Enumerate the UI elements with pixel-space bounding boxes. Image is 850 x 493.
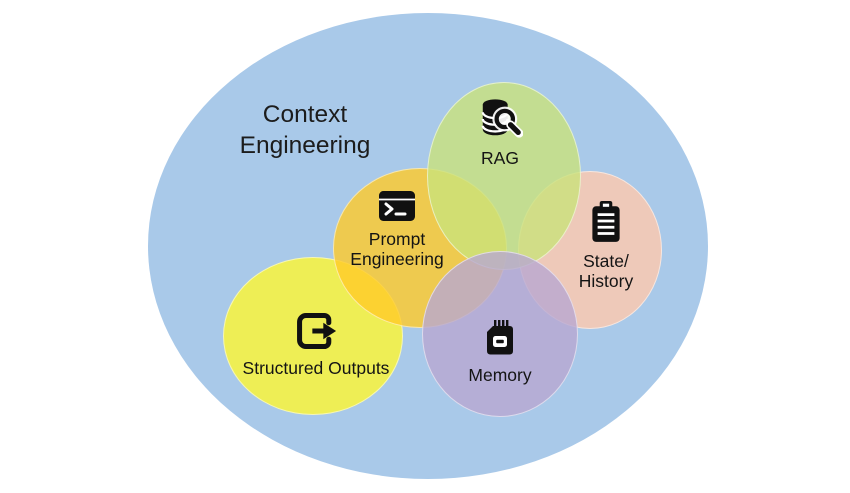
- memory-label: Memory: [468, 365, 532, 385]
- prompt-engineering-node: Prompt Engineering: [317, 190, 477, 269]
- state-history-label-line2: History: [578, 271, 634, 291]
- rag-ellipse: [427, 82, 581, 270]
- structured-outputs-node: Structured Outputs: [211, 311, 421, 378]
- terminal-icon: [378, 190, 416, 222]
- rag-node: RAG: [420, 97, 580, 168]
- database-search-icon: [477, 97, 524, 141]
- diagram-title-line1: Context: [262, 101, 348, 128]
- diagram-title-line2: Engineering: [239, 132, 371, 159]
- memory-card-icon: [480, 318, 520, 358]
- prompt-engineering-label-line1: Prompt: [368, 229, 426, 249]
- export-icon: [295, 311, 337, 351]
- prompt-engineering-label-line2: Engineering: [350, 249, 444, 269]
- memory-node: Memory: [420, 318, 580, 385]
- clipboard-icon: [589, 200, 623, 244]
- structured-outputs-label: Structured Outputs: [242, 358, 390, 378]
- diagram-title: Context Engineering: [200, 99, 410, 161]
- rag-label: RAG: [481, 148, 519, 168]
- state-history-label-line1: State/: [583, 251, 629, 271]
- state-history-node: State/ History: [526, 200, 686, 291]
